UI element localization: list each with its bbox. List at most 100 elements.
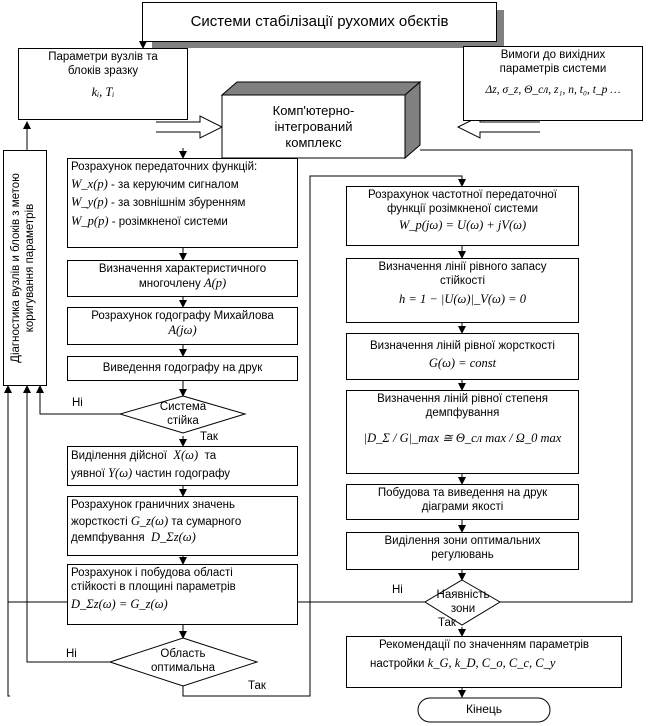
b5-line2b: частин годографу bbox=[135, 467, 231, 480]
complex-line2: інтегрований bbox=[274, 119, 353, 134]
b1-wp: W_p(p) bbox=[71, 213, 109, 228]
b6-line2a: жорсткості bbox=[71, 515, 128, 528]
r4-line2: демпфування bbox=[425, 406, 500, 419]
params-line1: Параметри вузлів та bbox=[48, 51, 158, 63]
d1-label: Система стійка bbox=[120, 401, 246, 428]
b1-wp-text: - розімкненої системи bbox=[108, 215, 228, 228]
decision-diamond-optimal bbox=[108, 637, 259, 687]
box-frequency-transfer: Розрахунок частотної передаточної функці… bbox=[346, 186, 579, 246]
complex-line3: комплекс bbox=[285, 135, 342, 150]
d3-label: Наявність зони bbox=[425, 589, 501, 616]
b5-line1b: та bbox=[204, 450, 217, 462]
requirements-line2: параметрів системи bbox=[499, 62, 607, 75]
d1-line1: Система bbox=[159, 401, 207, 413]
d1-line2: стійка bbox=[167, 414, 199, 427]
box-optimal-zone: Виділення зони оптимальних регулювань bbox=[346, 532, 579, 570]
diagnostics-box bbox=[3, 150, 47, 386]
box-boundary-values: Розрахунок граничних значень жорсткості … bbox=[67, 496, 298, 556]
r3-formula: G(ω) = const bbox=[428, 355, 497, 370]
r7-line1: Рекомендації по значенням параметрів bbox=[378, 639, 590, 651]
d1-yes-label: Так bbox=[200, 431, 218, 443]
box-mikhailov: Розрахунок годографу Михайлова A(jω) bbox=[67, 307, 298, 345]
box-stability-margin: Визначення лінії рівного запасу стійкост… bbox=[346, 258, 579, 323]
r2-formula: h = 1 − |U(ω)|_V(ω) = 0 bbox=[399, 292, 526, 306]
b7-formula: D_Σz(ω) = G_z(ω) bbox=[71, 597, 168, 611]
b1-wy: W_y(p) bbox=[71, 195, 108, 209]
b2-line2: многочлену bbox=[138, 277, 201, 290]
box-recommendations: Рекомендації по значенням параметрів нас… bbox=[346, 636, 622, 688]
params-line2: блоків зразку bbox=[67, 64, 139, 77]
box-damping: Визначення ліній рівної степеня демпфува… bbox=[346, 390, 579, 474]
d3-no-label: Ні bbox=[392, 584, 403, 596]
b6-formula2: D_Σz(ω) bbox=[151, 530, 196, 544]
b6-formula1: G_z(ω) bbox=[130, 513, 169, 528]
arrow-requirements-to-complex bbox=[456, 115, 540, 139]
b6-line2b: та сумарного bbox=[171, 515, 242, 528]
d3-yes-label: Так bbox=[438, 617, 456, 629]
b7-line2: стійкості в площині параметрів bbox=[71, 580, 236, 593]
box-equal-stiffness: Визначення ліній рівної жорсткості G(ω) … bbox=[346, 333, 579, 380]
diagnostics-text: Діагностика вузлів и блоків з метою кори… bbox=[3, 150, 47, 386]
r1-line1: Розрахунок частотної передаточної bbox=[367, 189, 558, 201]
complex-label: Комп'ютерно- інтегрований комплекс bbox=[222, 103, 405, 151]
end-terminator bbox=[417, 697, 551, 723]
b1-wx: W_x(p) bbox=[71, 176, 108, 191]
b4-line1: Виведення годографу на друк bbox=[102, 362, 263, 374]
b6-line1: Розрахунок граничних значень bbox=[71, 499, 235, 511]
r2-line2: стійкості bbox=[439, 274, 486, 287]
d3-line2: зони bbox=[450, 602, 476, 615]
box-characteristic-poly: Визначення характеристичного многочлену … bbox=[67, 260, 298, 297]
b3-formula: A(jω) bbox=[168, 322, 197, 337]
b7-line1: Розрахунок і побудова області bbox=[71, 567, 233, 579]
box-stability-region: Розрахунок і побудова області стійкості … bbox=[67, 564, 298, 625]
box-real-imag: Виділення дійсної X(ω) та уявної Y(ω) ча… bbox=[67, 446, 298, 486]
d2-line2: оптимальна bbox=[150, 661, 216, 674]
d3-line1: Наявність bbox=[436, 589, 490, 601]
r1-line2: функції розімкненої системи bbox=[386, 202, 539, 215]
r6-line1: Виділення зони оптимальних bbox=[384, 535, 541, 547]
b5-formula2: Y(ω) bbox=[108, 465, 133, 480]
b5-line1a: Виділення дійсної bbox=[71, 450, 167, 462]
title-text: Системи стабілізації рухомих обєктів bbox=[190, 13, 449, 30]
diagnostics-line2: коригування параметрів bbox=[24, 203, 36, 333]
r7-line2a: настройки bbox=[370, 657, 425, 670]
r7-formula: k_G, k_D, C_o, C_c, C_y bbox=[427, 655, 556, 670]
b2-line1: Визначення характеристичного bbox=[98, 263, 267, 275]
requirements-formula: Δz, σ_z, Θ_сл, z₁, n, t₀, t_p … bbox=[485, 84, 621, 96]
r3-line1: Визначення ліній рівної жорсткості bbox=[370, 340, 555, 352]
box-print-hodograph: Виведення годографу на друк bbox=[67, 356, 298, 381]
box-quality-diagram: Побудова та виведення на друк діаграми я… bbox=[346, 484, 579, 520]
r6-line2: регулювань bbox=[431, 548, 494, 561]
b1-wx-text: - за керуючим сигналом bbox=[107, 178, 239, 191]
d2-line1: Область bbox=[160, 648, 206, 660]
requirements-box: Вимоги до вихідних параметрів системи Δz… bbox=[463, 46, 643, 121]
decision-diamond-zone bbox=[424, 579, 501, 626]
b5-formula1: X(ω) bbox=[173, 448, 199, 462]
b6-line3a: демпфування bbox=[71, 532, 145, 544]
requirements-line1: Вимоги до вихідних bbox=[500, 49, 606, 61]
b5-line2a: уявної bbox=[71, 467, 105, 480]
b1-wy-text: - за зовнішнім збуренням bbox=[107, 197, 246, 209]
r4-line1: Визначення ліній рівної степеня bbox=[377, 393, 548, 405]
d1-no-label: Ні bbox=[72, 397, 83, 409]
title-box: Системи стабілізації рухомих обєктів bbox=[142, 2, 497, 42]
b3-line1: Розрахунок годографу Михайлова bbox=[91, 310, 274, 322]
r1-formula: W_p(jω) = U(ω) + jV(ω) bbox=[398, 218, 527, 232]
r5-line2: діаграми якості bbox=[421, 500, 504, 513]
decision-diamond-stable bbox=[118, 395, 247, 434]
r2-line1: Визначення лінії рівного запасу bbox=[378, 261, 547, 273]
end-label: Кінець bbox=[465, 702, 503, 716]
r4-formula: |D_Σ / G|_max ≅ Θ_сл max / Ω_0 max bbox=[363, 431, 562, 445]
d2-yes-label: Так bbox=[248, 680, 266, 692]
params-formula: kᵢ, Tᵢ bbox=[91, 85, 115, 99]
b1-title: Розрахунок передаточних функцій: bbox=[71, 161, 258, 173]
d2-no-label: Ні bbox=[66, 648, 77, 660]
params-box: Параметри вузлів та блоків зразку kᵢ, Tᵢ bbox=[18, 48, 188, 120]
d2-label: Область оптимальна bbox=[110, 648, 256, 675]
complex-line1: Комп'ютерно- bbox=[272, 103, 355, 118]
box-transfer-functions: Розрахунок передаточних функцій: W_x(p) … bbox=[67, 158, 298, 248]
b2-formula: A(p) bbox=[203, 275, 227, 290]
r5-line1: Побудова та виведення на друк bbox=[377, 487, 548, 499]
